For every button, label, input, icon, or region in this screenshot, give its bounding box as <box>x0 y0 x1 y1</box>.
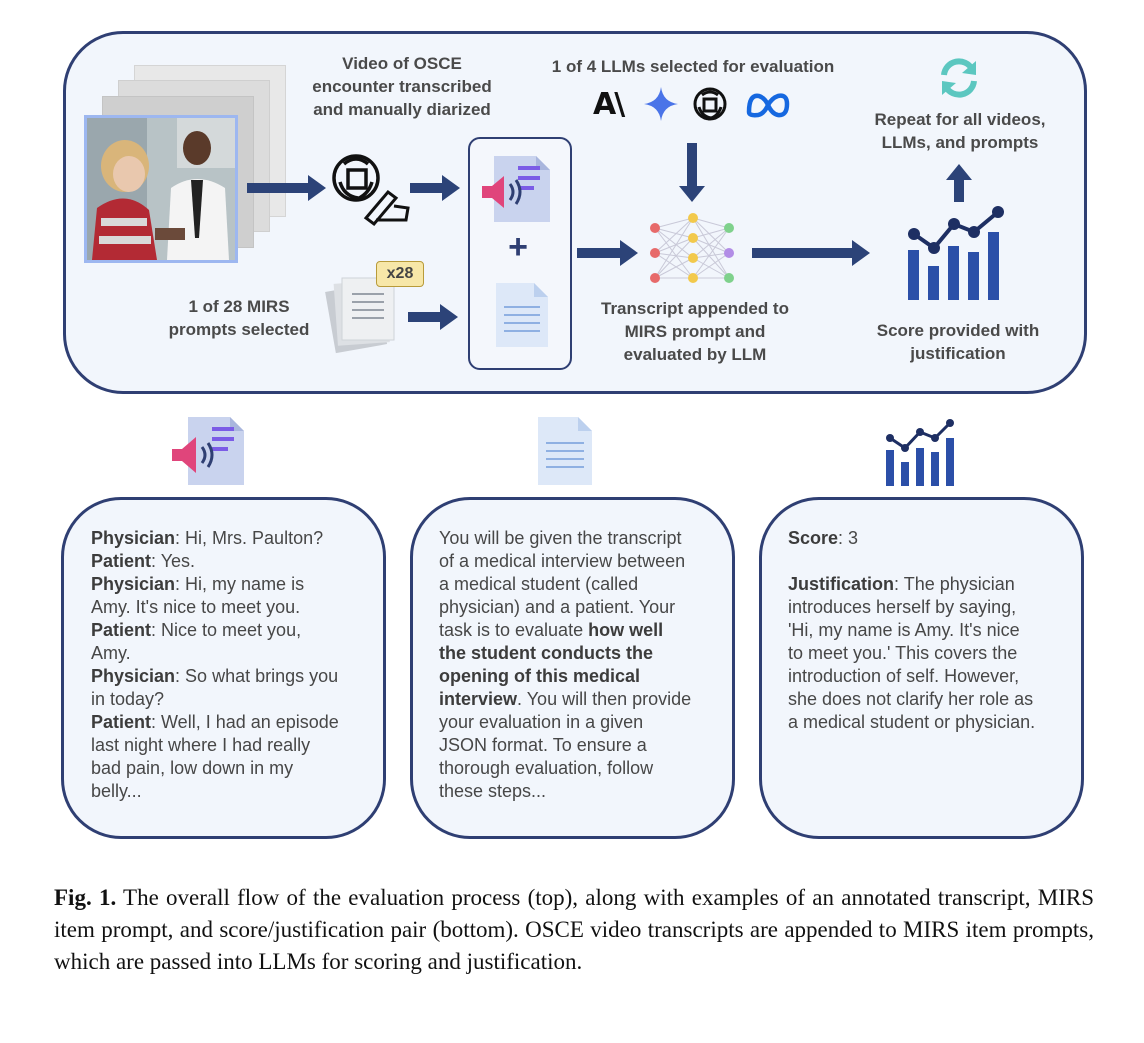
score-label: Score provided with justification <box>876 321 1040 363</box>
transcript-example-text: Physician: Hi, Mrs. Paulton? Patient: Ye… <box>91 527 381 803</box>
mirs-prompts-icon <box>325 277 395 354</box>
transcript-line: Physician: Hi, Mrs. Paulton? <box>91 528 324 548</box>
osce-video-thumbnail <box>84 115 238 263</box>
gemini-icon <box>644 87 678 121</box>
video-stack <box>84 60 294 270</box>
arrow-score-up <box>946 164 972 202</box>
score-chart-icon <box>908 206 1004 300</box>
arrow-video-to-transcription <box>247 175 326 201</box>
prompt-document-icon <box>496 283 548 347</box>
transcript-label: Transcript appended to MIRS prompt and e… <box>601 299 789 364</box>
transcript-line: last night where I had really <box>91 735 311 755</box>
mirs-label: 1 of 28 MIRS prompts selected <box>168 297 310 339</box>
arrow-input-to-llm <box>577 240 638 266</box>
transcript-line: Patient: Well, I had an episode <box>91 712 339 732</box>
audio-transcript-icon <box>482 156 550 222</box>
meta-icon <box>746 93 790 118</box>
transcription-icon <box>332 154 410 227</box>
score-example-text: Score: 3 Justification: The physician in… <box>788 528 1036 732</box>
transcript-line: Physician: Hi, my name is <box>91 574 305 594</box>
anthropic-icon: A\ <box>593 87 625 122</box>
video-label: Video of OSCE encounter transcribed and … <box>312 54 492 119</box>
transcript-line: Patient: Yes. <box>91 551 196 571</box>
transcript-line: Patient: Nice to meet you, <box>91 620 302 640</box>
transcript-line: Physician: So what brings you <box>91 666 339 686</box>
openai-icon <box>693 87 727 121</box>
x28-badge: x28 <box>376 261 424 287</box>
score-example-panel <box>759 497 1084 839</box>
neural-network-icon <box>650 213 734 283</box>
arrow-llm-to-score <box>752 240 870 266</box>
prompt-example-panel <box>410 497 735 839</box>
transcript-line: belly... <box>91 781 142 801</box>
repeat-label: Repeat for all videos, LLMs, and prompts <box>874 110 1046 152</box>
transcript-line: bad pain, low down in my <box>91 758 294 778</box>
transcript-line: in today? <box>91 689 165 709</box>
llm-label: 1 of 4 LLMs selected for evaluation <box>551 57 835 76</box>
plus-sign: + <box>508 228 528 266</box>
figure-caption: Fig. 1. The overall flow of the evaluati… <box>54 885 1094 974</box>
prompt-example-text: You will be given the transcript of a me… <box>439 528 692 801</box>
prompt-document-icon-large <box>538 417 592 485</box>
audio-transcript-icon-large <box>172 417 244 485</box>
repeat-icon <box>941 58 977 98</box>
arrow-prompts-to-doc <box>408 304 458 330</box>
flow-arrows <box>247 143 972 330</box>
transcript-line: Amy. It's nice to meet you. <box>91 597 301 617</box>
transcript-line: Amy. <box>91 643 131 663</box>
transcript-example-panel <box>61 497 386 839</box>
arrow-llms-down <box>679 143 705 202</box>
score-chart-icon-small <box>886 419 954 486</box>
arrow-transcription-to-audio <box>410 175 460 201</box>
